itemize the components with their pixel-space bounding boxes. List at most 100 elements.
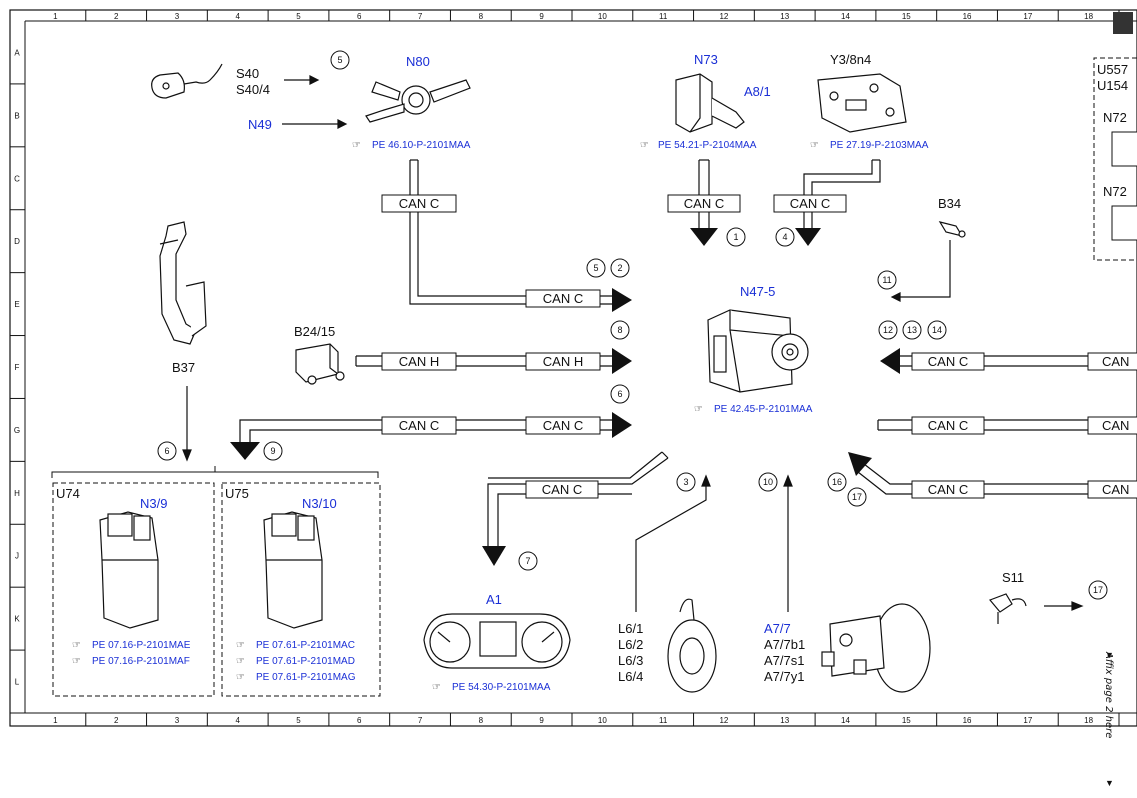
a7-7s1-label: A7/7s1 [764,653,804,668]
can-h-box-left [381,352,457,371]
callout-7-label: 7 [525,556,530,566]
n49-arrow [282,119,348,129]
can-h-box-right [525,352,601,371]
b37-label: B37 [172,360,195,375]
u74-box [52,482,215,697]
u557-label: U557 [1097,62,1128,77]
n47-5-label: N47-5 [740,284,775,299]
callout-5-top [330,50,350,70]
can-label-edge-g: CAN [1102,418,1129,433]
n73-reference: PE 54.21-P-2104MAA [658,140,757,151]
ruler-column-label: 4 [235,716,240,725]
ruler-column-label: 12 [719,12,728,21]
callout-17-h [847,487,867,507]
u75-ref3-hand-icon: ☞ [236,672,245,683]
callout-1-label: 1 [733,232,738,242]
can-c-box-h-right [911,480,985,499]
can-c-label-y3: CAN C [790,196,830,211]
n3-10-ecu-drawing [263,511,323,629]
can-c-row-h-right-bus [857,463,1137,495]
can-c-a1-arrowhead [482,546,506,566]
l6-3-label: L6/3 [618,653,643,668]
n80-ref-hand-icon: ☞ [352,140,361,151]
can-c-y3-bus [803,159,881,228]
ruler-column-label: 8 [479,716,484,725]
n3-9-ecu-drawing [99,511,159,629]
can-c-box-g-left [381,416,457,435]
ruler-column-label: 2 [114,716,119,725]
s11-arrow [1044,601,1084,611]
b37-arrow [182,386,192,462]
can-c-n80-arrowhead [612,288,632,312]
n3-10-label: N3/10 [302,496,337,511]
l6-2-label: L6/2 [618,637,643,652]
callout-5-label: 5 [593,263,598,273]
can-h-label-right: CAN H [543,354,583,369]
callout-2-label: 2 [617,263,622,273]
affix-arrow-bottom-icon: ▼ [1105,778,1114,788]
a7-7-brake-booster-drawing [821,603,931,693]
can-label-edge-f: CAN [1102,354,1129,369]
callout-9-label: 9 [270,446,275,456]
callout-5 [586,258,606,278]
ruler-column-label: 6 [357,716,362,725]
callout-17-h-label: 17 [852,492,862,502]
can-c-n73-bus [698,159,710,228]
a1-instrument-cluster-drawing [423,613,571,669]
n49-label: N49 [248,117,272,132]
a7-7-label: A7/7 [764,621,791,636]
can-c-label-row-e: CAN C [543,291,583,306]
ruler-column-label: 18 [1084,716,1093,725]
n72-upper-panel [1111,131,1137,167]
callout-6-b37 [157,441,177,461]
callout-9 [263,441,283,461]
s40-4-label: S40/4 [236,82,270,97]
can-c-a1-bus [487,451,669,546]
ruler-column-label: 1 [53,716,58,725]
n47-ref-hand-icon: ☞ [694,404,703,415]
callout-8-label: 8 [617,325,622,335]
n80-steering-module-drawing [365,79,471,123]
can-c-label-h-a1: CAN C [542,482,582,497]
a7-7-signal-line [783,474,793,612]
ruler-column-label: 4 [235,12,240,21]
b34-sensor-drawing [938,221,966,238]
ruler-ticks: 1122334455667788991010111112121313141415… [10,10,1120,726]
callout-8 [610,320,630,340]
can-c-label-n80: CAN C [399,196,439,211]
can-c-n73-arrowhead [690,228,718,246]
u74-u75-bracket [51,471,379,478]
n47-5-reference: PE 42.45-P-2101MAA [714,404,813,415]
ruler-row-label: J [15,552,19,561]
callout-6-b37-label: 6 [164,446,169,456]
can-c-row-g-down-arrowhead [230,442,260,460]
ruler-column-label: 1 [53,12,58,21]
u74-label: U74 [56,486,80,501]
n47-5-hydraulic-unit-drawing [707,309,809,393]
ruler-column-label: 11 [659,12,668,21]
u75-reference-2: PE 07.61-P-2101MAD [256,656,355,667]
callout-11 [877,270,897,290]
can-h-arrowhead [612,348,632,374]
ruler-row-label: E [14,300,19,309]
n72-lower-panel [1111,205,1137,241]
can-h-label-left: CAN H [399,354,439,369]
callout-2 [610,258,630,278]
l6-4-label: L6/4 [618,669,643,684]
can-c-box-y3 [773,194,847,213]
ruler-column-label: 5 [296,12,301,21]
a1-label: A1 [486,592,502,607]
can-c-box-n80 [381,194,457,213]
ruler-column-label: 13 [780,716,789,725]
y3-ref-hand-icon: ☞ [810,140,819,151]
n72-upper-label: N72 [1103,110,1127,125]
can-c-label-g-right: CAN C [543,418,583,433]
can-box-edge-g [1087,416,1137,435]
ruler-column-label: 17 [1023,12,1032,21]
n72-lower-label: N72 [1103,184,1127,199]
callout-16-label: 16 [832,477,842,487]
callout-17-label: 17 [1093,585,1103,595]
u75-reference-3: PE 07.61-P-2101MAG [256,672,356,683]
callout-4-label: 4 [782,232,787,242]
